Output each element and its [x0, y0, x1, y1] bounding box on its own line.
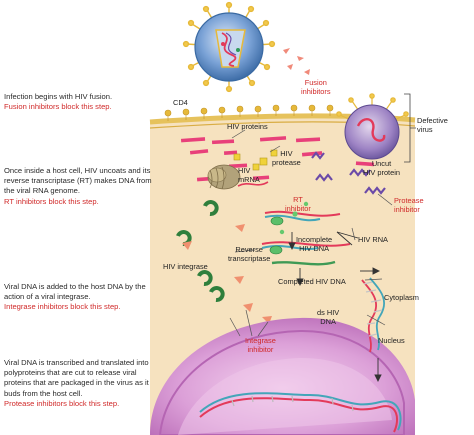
protease-inhibitor-leader — [377, 193, 393, 206]
label-integrase-inhibitor: Integrase inhibitor — [245, 336, 276, 354]
step-1-inhibitor: Fusion inhibitors block this step. — [4, 102, 112, 112]
label-reverse-transcriptase: Reverse transcriptase — [228, 245, 271, 263]
step-3-description: Viral DNA is added to the host DNA by th… — [4, 282, 146, 302]
defective-virus — [336, 93, 409, 160]
label-hiv-mrna: HIV mRNA — [238, 166, 260, 184]
label-incomplete-hiv-dna: Incomplete HIV DNA — [296, 235, 333, 253]
integrase-inhibitor-leaders — [229, 309, 269, 337]
fusion-inhibitor-molecules — [283, 48, 310, 75]
label-leaders — [231, 129, 386, 326]
protease-inhibitor-molecules — [311, 151, 386, 195]
label-hiv-integrase: HIV integrase — [163, 262, 208, 271]
step-1-text: Infection begins with HIV fusion. Fusion… — [4, 92, 156, 112]
label-cd4: CD4 — [173, 98, 188, 107]
label-nucleus: Nucleus — [378, 336, 405, 345]
step-4-description: Viral DNA is transcribed and translated … — [4, 358, 149, 398]
label-protease-inhibitor: Protease inhibitor — [394, 196, 424, 214]
step-2-text: Once inside a host cell, HIV uncoats and… — [4, 166, 156, 207]
ribosome-with-mrna — [207, 164, 269, 190]
step-2-description: Once inside a host cell, HIV uncoats and… — [4, 166, 152, 196]
step-4-text: Viral DNA is transcribed and translated … — [4, 358, 156, 409]
host-dna-strand — [199, 392, 402, 433]
step-3-text: Viral DNA is added to the host DNA by th… — [4, 282, 156, 313]
rt-inhibitor-molecules — [279, 201, 309, 235]
integrase-inhibitor-molecules — [182, 224, 272, 324]
step-3-inhibitor: Integrase inhibitors block this step. — [4, 302, 121, 312]
label-hiv-proteins: HIV proteins — [227, 122, 268, 131]
hiv-protein-bars — [180, 136, 375, 182]
step-1-description: Infection begins with HIV fusion. — [4, 92, 113, 101]
label-hiv-protease: HIV protease — [272, 149, 301, 167]
step-2-inhibitor: RT inhibitors block this step. — [4, 196, 99, 206]
cd4-receptors — [164, 104, 334, 121]
hiv-virion — [182, 1, 276, 93]
defective-virus-bracket — [404, 93, 416, 163]
step-4-inhibitor: Protease inhibitors block this step. — [4, 398, 120, 408]
label-rt-inhibitor: RT inhibitor — [285, 195, 311, 213]
label-completed-hiv-dna: Completed HIV DNA — [278, 277, 346, 286]
reverse-transcriptase-molecules — [269, 216, 284, 255]
transcription-arrow — [374, 358, 382, 383]
label-cytoplasm: Cytoplasm — [384, 293, 419, 302]
label-defective-virus: Defective virus — [417, 116, 448, 134]
label-hiv-rna: HIV RNA — [358, 235, 388, 244]
label-ds-hiv-dna: ds HIV DNA — [317, 308, 340, 326]
label-uncut-hiv-protein: Uncut HIV protein — [363, 159, 400, 177]
label-fusion-inhibitors: Fusion inhibitors — [301, 78, 331, 96]
